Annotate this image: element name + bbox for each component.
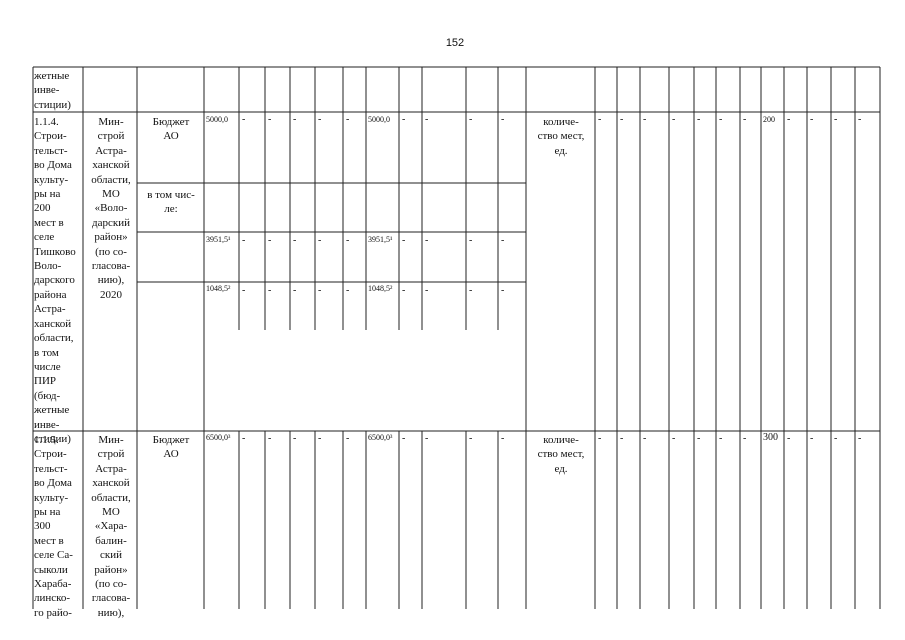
dash-mark: -: [346, 235, 350, 246]
dash-mark: -: [469, 285, 473, 296]
row-name: 1.1.4. Строи- тельст- во Дома культу- ры…: [34, 116, 76, 445]
page-number: 152: [445, 37, 465, 49]
dash-mark: -: [402, 114, 406, 125]
dash-mark: -: [810, 433, 814, 444]
dash-mark: -: [598, 114, 602, 125]
dash-mark: -: [501, 433, 505, 444]
dash-mark: -: [402, 285, 406, 296]
dash-mark: -: [402, 433, 406, 444]
dash-mark: -: [787, 114, 791, 125]
dash-mark: -: [672, 433, 676, 444]
dash-mark: -: [346, 114, 350, 125]
dash-mark: -: [697, 433, 701, 444]
dash-mark: -: [293, 114, 297, 125]
dash-mark: -: [719, 433, 723, 444]
dash-mark: -: [858, 433, 862, 444]
dash-mark: -: [810, 114, 814, 125]
dash-mark: -: [242, 114, 246, 125]
dash-mark: -: [501, 114, 505, 125]
dash-mark: -: [242, 235, 246, 246]
row-year-value: 6500,0³: [368, 433, 393, 442]
dash-mark: -: [293, 285, 297, 296]
row-funding-subsource: в том чис- ле:: [147, 189, 195, 216]
dash-mark: -: [469, 433, 473, 444]
row-funding-source: Бюджет АО: [152, 116, 190, 143]
dash-mark: -: [425, 235, 429, 246]
dash-mark: -: [346, 433, 350, 444]
dash-mark: -: [697, 114, 701, 125]
dash-mark: -: [501, 235, 505, 246]
row-indicator: количе- ство мест, ед.: [537, 116, 585, 157]
sub1-total-value: 3951,5¹: [206, 235, 231, 244]
dash-mark: -: [743, 114, 747, 125]
dash-mark: -: [268, 285, 272, 296]
row-executor: Мин- строй Астра- ханской области, МО «В…: [91, 116, 131, 301]
row-name: 1.1.5. Строи- тельст- во Дома культу- ры…: [34, 434, 73, 619]
dash-mark: -: [858, 114, 862, 125]
row-total-value: 5000,0: [206, 115, 228, 124]
dash-mark: -: [425, 114, 429, 125]
row-target-value: 300: [763, 432, 778, 443]
dash-mark: -: [643, 433, 647, 444]
dash-mark: -: [643, 114, 647, 125]
dash-mark: -: [293, 433, 297, 444]
dash-mark: -: [268, 235, 272, 246]
dash-mark: -: [268, 433, 272, 444]
dash-mark: -: [620, 114, 624, 125]
dash-mark: -: [620, 433, 624, 444]
dash-mark: -: [834, 114, 838, 125]
dash-mark: -: [346, 285, 350, 296]
row-indicator: количе- ство мест, ед.: [537, 434, 585, 475]
continued-row-fragment: жетные инве- стиции): [34, 70, 71, 111]
dash-mark: -: [834, 433, 838, 444]
dash-mark: -: [425, 433, 429, 444]
dash-mark: -: [719, 114, 723, 125]
sub1-year-value: 3951,5¹: [368, 235, 393, 244]
dash-mark: -: [293, 235, 297, 246]
row-year-value: 5000,0: [368, 115, 390, 124]
row-executor: Мин- строй Астра- ханской области, МО «Х…: [91, 434, 131, 619]
sub2-year-value: 1048,5²: [368, 284, 393, 293]
dash-mark: -: [318, 235, 322, 246]
dash-mark: -: [402, 235, 406, 246]
dash-mark: -: [268, 114, 272, 125]
dash-mark: -: [318, 114, 322, 125]
dash-mark: -: [242, 433, 246, 444]
row-total-value: 6500,0³: [206, 433, 231, 442]
dash-mark: -: [318, 433, 322, 444]
dash-mark: -: [318, 285, 322, 296]
dash-mark: -: [469, 114, 473, 125]
dash-mark: -: [672, 114, 676, 125]
dash-mark: -: [242, 285, 246, 296]
dash-mark: -: [743, 433, 747, 444]
dash-mark: -: [501, 285, 505, 296]
dash-mark: -: [787, 433, 791, 444]
row-target-value: 200: [763, 115, 775, 124]
dash-mark: -: [469, 235, 473, 246]
dash-mark: -: [425, 285, 429, 296]
sub2-total-value: 1048,5²: [206, 284, 231, 293]
row-funding-source: Бюджет АО: [152, 434, 190, 461]
dash-mark: -: [598, 433, 602, 444]
